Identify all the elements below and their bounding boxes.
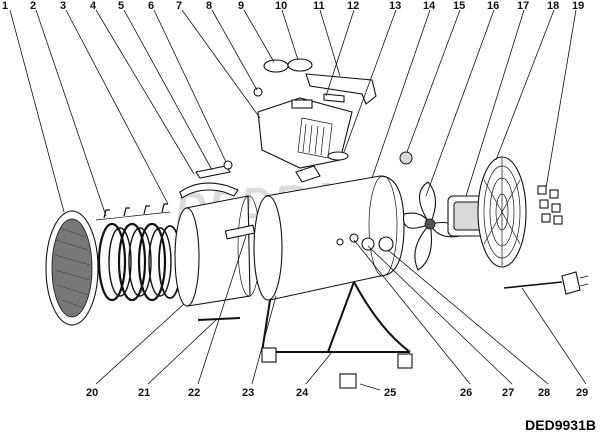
callout-5: 5 bbox=[118, 0, 124, 12]
callout-14: 14 bbox=[423, 0, 436, 12]
callout-24: 24 bbox=[296, 387, 309, 399]
callout-4: 4 bbox=[90, 0, 97, 12]
part-rear-guard bbox=[477, 156, 527, 268]
leader-lines bbox=[9, 9, 587, 391]
part-heating-coils bbox=[95, 203, 182, 302]
callout-7: 7 bbox=[176, 0, 182, 12]
callout-22: 22 bbox=[188, 387, 200, 399]
callout-27: 27 bbox=[502, 387, 514, 399]
callout-23: 23 bbox=[242, 387, 254, 399]
callout-17: 17 bbox=[517, 0, 529, 12]
part-knob bbox=[399, 151, 413, 165]
part-top-housing bbox=[253, 58, 377, 169]
callout-26: 26 bbox=[460, 387, 472, 399]
callout-1: 1 bbox=[2, 0, 8, 12]
callout-21: 21 bbox=[138, 387, 150, 399]
callout-20: 20 bbox=[86, 387, 98, 399]
part-stand bbox=[261, 281, 413, 389]
callout-numbers-top: 1 2 3 4 5 6 7 8 9 10 11 12 13 14 15 16 1… bbox=[2, 0, 584, 12]
callout-8: 8 bbox=[206, 0, 212, 12]
part-fasteners bbox=[537, 185, 563, 225]
part-power-cord bbox=[503, 271, 589, 295]
callout-13: 13 bbox=[389, 0, 401, 12]
callout-18: 18 bbox=[547, 0, 559, 12]
part-fan-blade bbox=[402, 181, 461, 271]
callout-16: 16 bbox=[487, 0, 499, 12]
callout-19: 19 bbox=[572, 0, 584, 12]
callout-2: 2 bbox=[30, 0, 36, 12]
callout-25: 25 bbox=[384, 387, 396, 399]
callout-12: 12 bbox=[347, 0, 359, 12]
part-top-clamps bbox=[179, 160, 239, 199]
part-inner-cylinder bbox=[174, 195, 261, 307]
model-code: DED9931B bbox=[525, 417, 596, 433]
callout-3: 3 bbox=[60, 0, 66, 12]
callout-6: 6 bbox=[148, 0, 154, 12]
callout-28: 28 bbox=[538, 387, 550, 399]
part-outer-housing bbox=[253, 165, 405, 301]
part-front-grille bbox=[45, 210, 99, 326]
callout-10: 10 bbox=[275, 0, 287, 12]
callout-11: 11 bbox=[313, 0, 325, 12]
callout-numbers-bottom: 20 21 22 23 24 25 26 27 28 29 bbox=[86, 387, 588, 399]
callout-29: 29 bbox=[576, 387, 588, 399]
callout-15: 15 bbox=[453, 0, 465, 12]
callout-9: 9 bbox=[238, 0, 244, 12]
